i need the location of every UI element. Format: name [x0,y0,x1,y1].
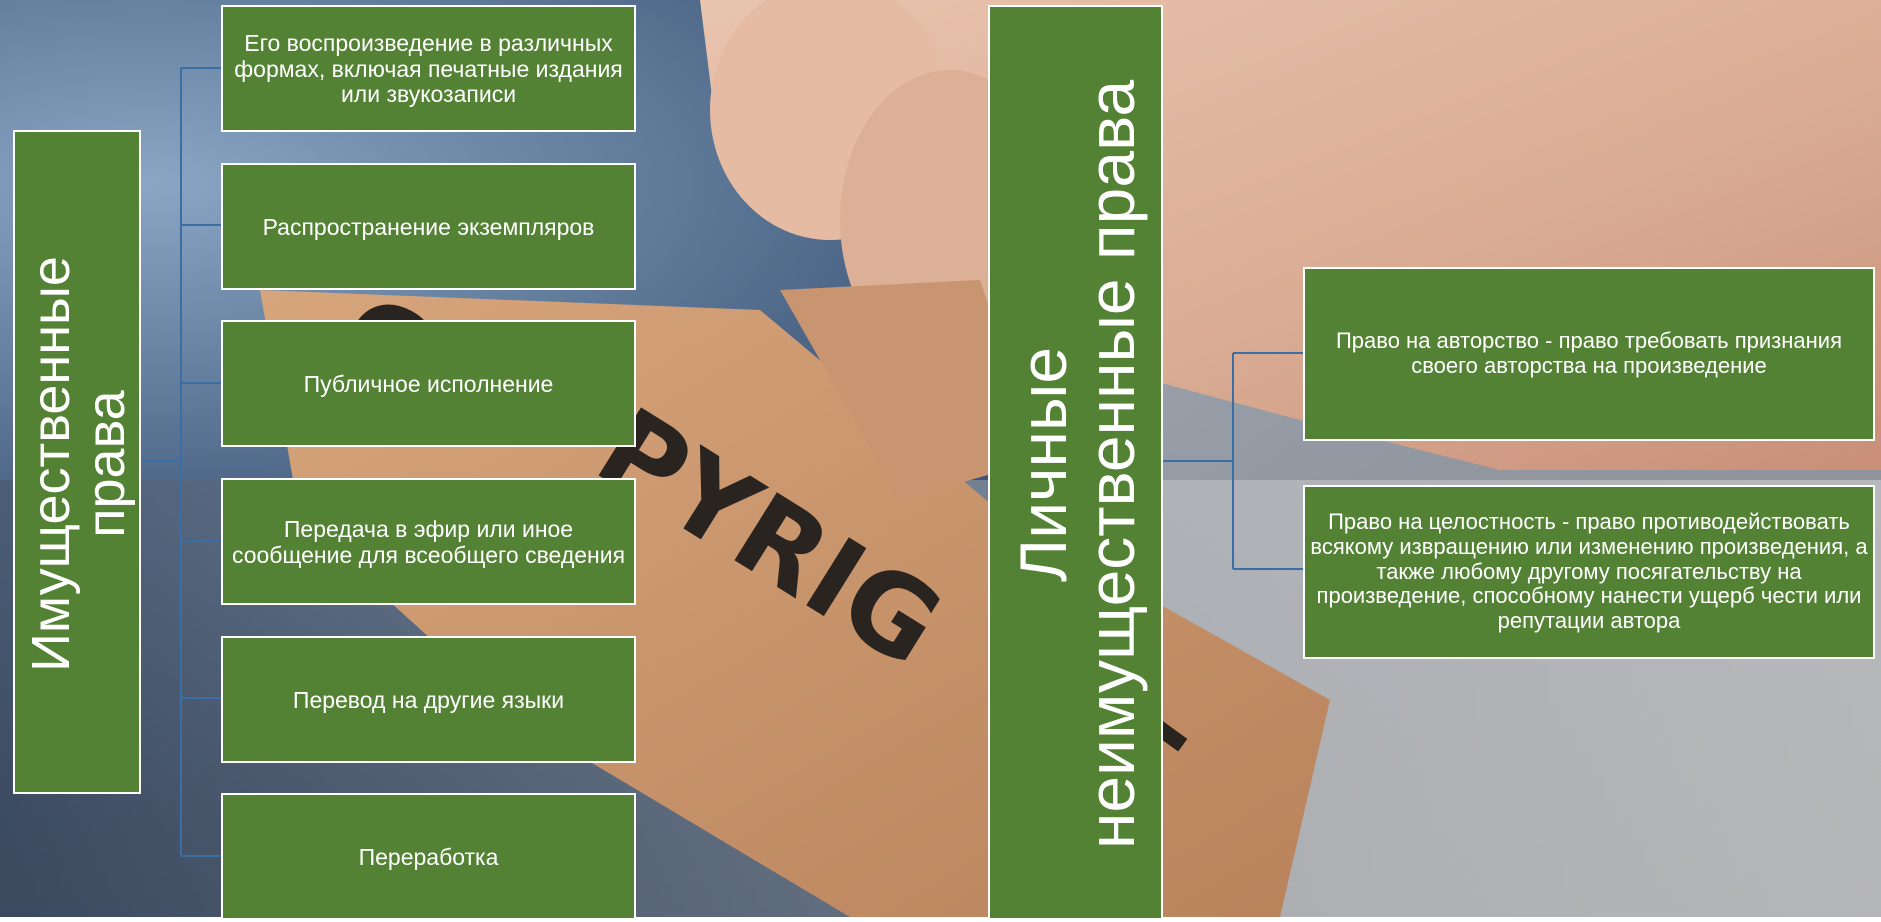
property-rights-title-line1: Имущественные [20,256,81,672]
property-right-distribution: Распространение экземпляров [221,163,636,290]
property-rights-title: Имущественные права [9,132,149,796]
property-right-public-performance: Публичное исполнение [221,320,636,447]
item-label: Право на целостность - право противодейс… [1310,508,1868,634]
personal-rights-title: Личные неимущественные права [990,7,1165,922]
item-label: Право на авторство - право требовать при… [1335,328,1843,378]
personal-right-integrity: Право на целостность - право противодейс… [1303,485,1875,659]
item-label: Передача в эфир или иное сообщение для в… [231,515,626,568]
personal-right-authorship: Право на авторство - право требовать при… [1303,267,1875,441]
item-label: Перевод на другие языки [292,686,565,713]
item-label: Распространение экземпляров [262,213,595,240]
property-rights-title-line2: права [76,390,136,538]
item-label: Публичное исполнение [303,370,554,397]
personal-rights-title-line2: неимущественные права [1073,79,1148,850]
property-right-broadcast: Передача в эфир или иное сообщение для в… [221,478,636,605]
property-rights-title-box: Имущественные права [13,130,141,794]
item-label: Переработка [358,843,499,870]
property-right-reproduction: Его воспроизведение в различных формах, … [221,5,636,132]
personal-rights-title-box: Личные неимущественные права [988,5,1163,920]
property-right-adaptation: Переработка [221,793,636,920]
item-label: Его воспроизведение в различных формах, … [234,29,623,108]
property-right-translation: Перевод на другие языки [221,636,636,763]
personal-rights-title-line1: Личные [1006,346,1081,583]
